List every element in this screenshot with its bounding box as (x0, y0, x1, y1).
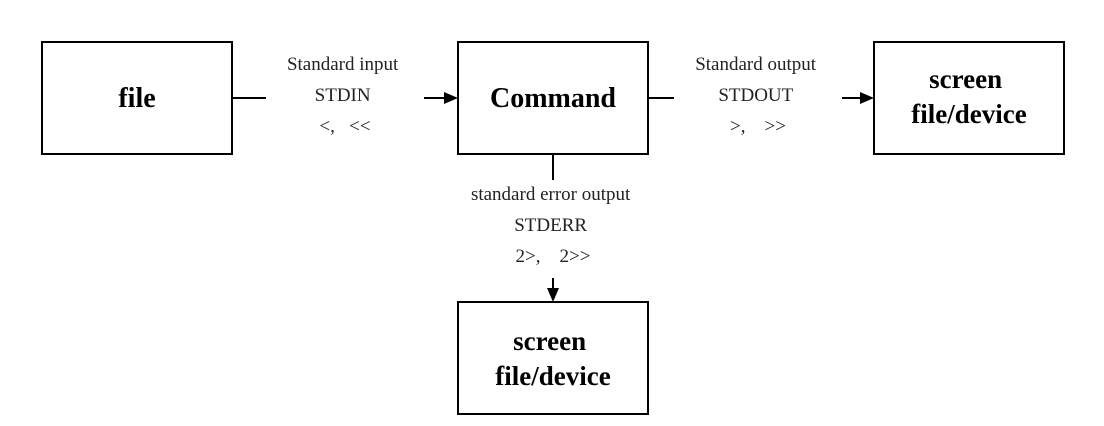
stdout-arrowhead (860, 92, 874, 104)
stdin-arrowhead (444, 92, 458, 104)
command-box-label-line: Command (490, 83, 616, 114)
stdout-target-label: screen file/device (911, 64, 1026, 129)
stderr-target-label-line-2: file/device (495, 361, 610, 391)
stdin-label-operators: <, << (319, 116, 370, 137)
command-box-label: Command (490, 83, 616, 114)
stderr-label-operators: 2>, 2>> (516, 246, 591, 267)
stderr-arrowhead (547, 288, 559, 302)
file-box (41, 41, 233, 155)
stdout-target-label-line-1: screen (929, 64, 1002, 94)
stdout-label-name: Standard output (695, 54, 817, 75)
file-box-label-line: file (118, 83, 155, 114)
file-box-label: file (118, 83, 155, 114)
stdout-label-operators: >, >> (730, 116, 786, 137)
stderr-label: standard error output STDERR 2>, 2>> (471, 184, 635, 267)
stderr-target-box (457, 301, 649, 415)
stdout-label: Standard output STDOUT >, >> (695, 54, 821, 137)
stderr-label-code: STDERR (514, 215, 587, 236)
stdout-label-code: STDOUT (718, 85, 793, 106)
command-box (457, 41, 649, 155)
stderr-target-label: screen file/device (495, 326, 610, 391)
stdout-target-box (873, 41, 1065, 155)
stdout-target-label-line-2: file/device (911, 99, 1026, 129)
stdin-label-code: STDIN (315, 85, 371, 106)
stderr-label-name: standard error output (471, 184, 631, 205)
stdin-label: Standard input STDIN <, << (287, 54, 403, 137)
stdin-label-name: Standard input (287, 54, 399, 75)
stderr-target-label-line-1: screen (513, 326, 586, 356)
